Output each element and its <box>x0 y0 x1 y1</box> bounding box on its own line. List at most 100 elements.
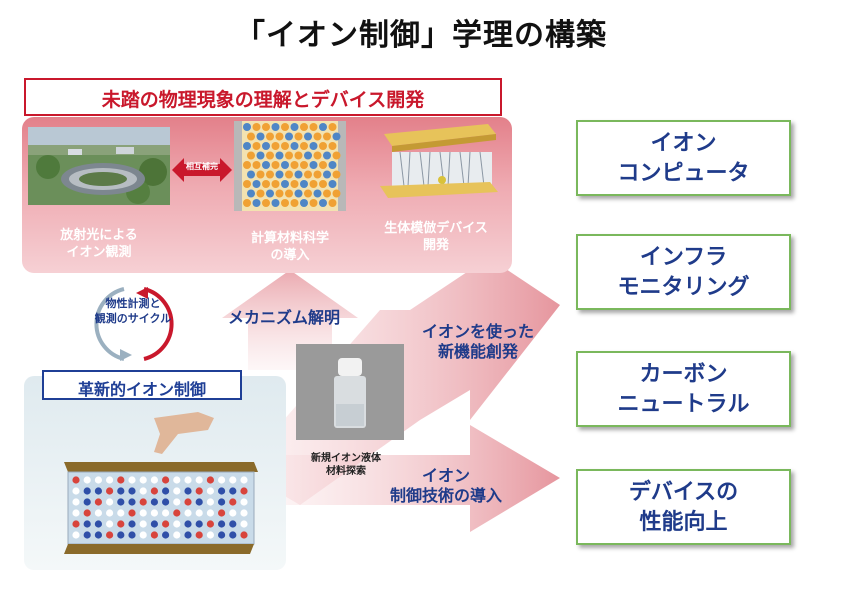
ion-particle <box>117 520 125 528</box>
ion-particle <box>240 509 248 517</box>
ion-particle <box>72 476 80 484</box>
simulation-particle <box>285 170 293 179</box>
simulation-particle <box>313 170 322 179</box>
ion-particle <box>195 498 203 506</box>
simulation-particle <box>328 180 337 188</box>
simulation-particle <box>300 199 308 207</box>
simulation-particle <box>309 142 318 150</box>
ion-particle <box>173 487 181 495</box>
simulation-particle <box>294 132 303 141</box>
ion-particle <box>184 487 192 495</box>
ion-particle <box>83 498 91 506</box>
simulation-particle <box>332 151 341 160</box>
simulation-particle <box>252 161 261 169</box>
simulation-particle <box>319 123 327 131</box>
simulation-particle <box>332 170 341 179</box>
simulation-particle <box>243 199 251 207</box>
simulation-particle <box>294 151 303 160</box>
simulation-particle <box>252 180 261 188</box>
goal-ion-computer: イオン コンピュータ <box>576 120 791 196</box>
simulation-particle <box>271 123 280 131</box>
simulation-particle <box>300 180 308 188</box>
ion-particle <box>94 498 102 506</box>
ion-particle <box>195 476 203 484</box>
ion-particle <box>94 520 102 528</box>
simulation-particle <box>319 142 327 150</box>
vial-caption: 新規イオン液体 材料探索 <box>311 453 381 477</box>
lower-flow-arrow <box>280 425 560 532</box>
simulation-particle <box>328 142 337 150</box>
ion-particle <box>139 520 147 528</box>
ion-particle <box>218 531 226 539</box>
simulation-particle <box>266 170 274 179</box>
ion-particle <box>173 509 181 517</box>
ion-particle <box>83 509 91 517</box>
simulation-particle <box>290 180 299 188</box>
simulation-image <box>234 121 346 211</box>
simulation-particle <box>243 180 251 188</box>
simulation-particle <box>266 132 274 141</box>
ion-particle <box>218 487 226 495</box>
simulation-particle <box>304 132 312 141</box>
simulation-particle <box>319 199 327 207</box>
ion-particle <box>150 531 158 539</box>
ion-particle <box>83 520 91 528</box>
ion-particle <box>218 498 226 506</box>
simulation-particle <box>309 161 318 169</box>
ion-particle <box>240 520 248 528</box>
ion-particle <box>106 487 114 495</box>
simulation-particle <box>294 170 303 179</box>
ion-particle <box>162 531 170 539</box>
goal-infrastructure-monitoring: インフラ モニタリング <box>576 234 791 310</box>
simulation-particle <box>256 151 265 160</box>
simulation-particle <box>323 170 331 179</box>
ion-particle <box>139 509 147 517</box>
ion-particle <box>139 487 147 495</box>
simulation-particle <box>300 142 308 150</box>
simulation-particle <box>271 142 280 150</box>
simulation-particle <box>271 180 280 188</box>
ion-particle <box>106 509 114 517</box>
ion-particle <box>106 520 114 528</box>
ion-particle <box>139 498 147 506</box>
ion-device-illustration <box>64 412 258 554</box>
simulation-particle <box>266 189 274 198</box>
simulation-particle <box>281 142 289 150</box>
ion-particle <box>195 509 203 517</box>
ion-particle <box>229 531 237 539</box>
caption-synchrotron: 放射光による イオン観測 <box>60 228 138 260</box>
simulation-particle <box>300 161 308 169</box>
simulation-particle <box>262 142 270 150</box>
simulation-particle <box>275 170 284 179</box>
simulation-particle <box>262 161 270 169</box>
simulation-particle <box>266 151 274 160</box>
simulation-particle <box>252 199 261 207</box>
ion-particle <box>83 487 91 495</box>
simulation-particle <box>275 189 284 198</box>
simulation-particle <box>304 189 312 198</box>
ion-particle <box>72 520 80 528</box>
simulation-particle <box>313 132 322 141</box>
simulation-particle <box>243 142 251 150</box>
ion-particle <box>72 531 80 539</box>
biomimetic-device-image <box>380 124 498 198</box>
simulation-particle <box>285 189 293 198</box>
ion-particle <box>229 520 237 528</box>
ion-particle <box>206 487 214 495</box>
simulation-particle <box>256 132 265 141</box>
simulation-particle <box>247 132 255 141</box>
simulation-particle <box>262 180 270 188</box>
synchrotron-photo <box>28 127 170 205</box>
upper-arrow-label: イオンを使った 新機能創発 <box>421 322 534 361</box>
ion-particle <box>206 498 214 506</box>
simulation-particle <box>300 123 308 131</box>
ion-particle <box>240 476 248 484</box>
ion-particle <box>229 487 237 495</box>
simulation-particle <box>319 161 327 169</box>
simulation-particle <box>271 161 280 169</box>
simulation-particle <box>309 199 318 207</box>
ion-particle <box>150 487 158 495</box>
ion-particle <box>150 498 158 506</box>
ion-particle <box>117 498 125 506</box>
simulation-particle <box>281 180 289 188</box>
